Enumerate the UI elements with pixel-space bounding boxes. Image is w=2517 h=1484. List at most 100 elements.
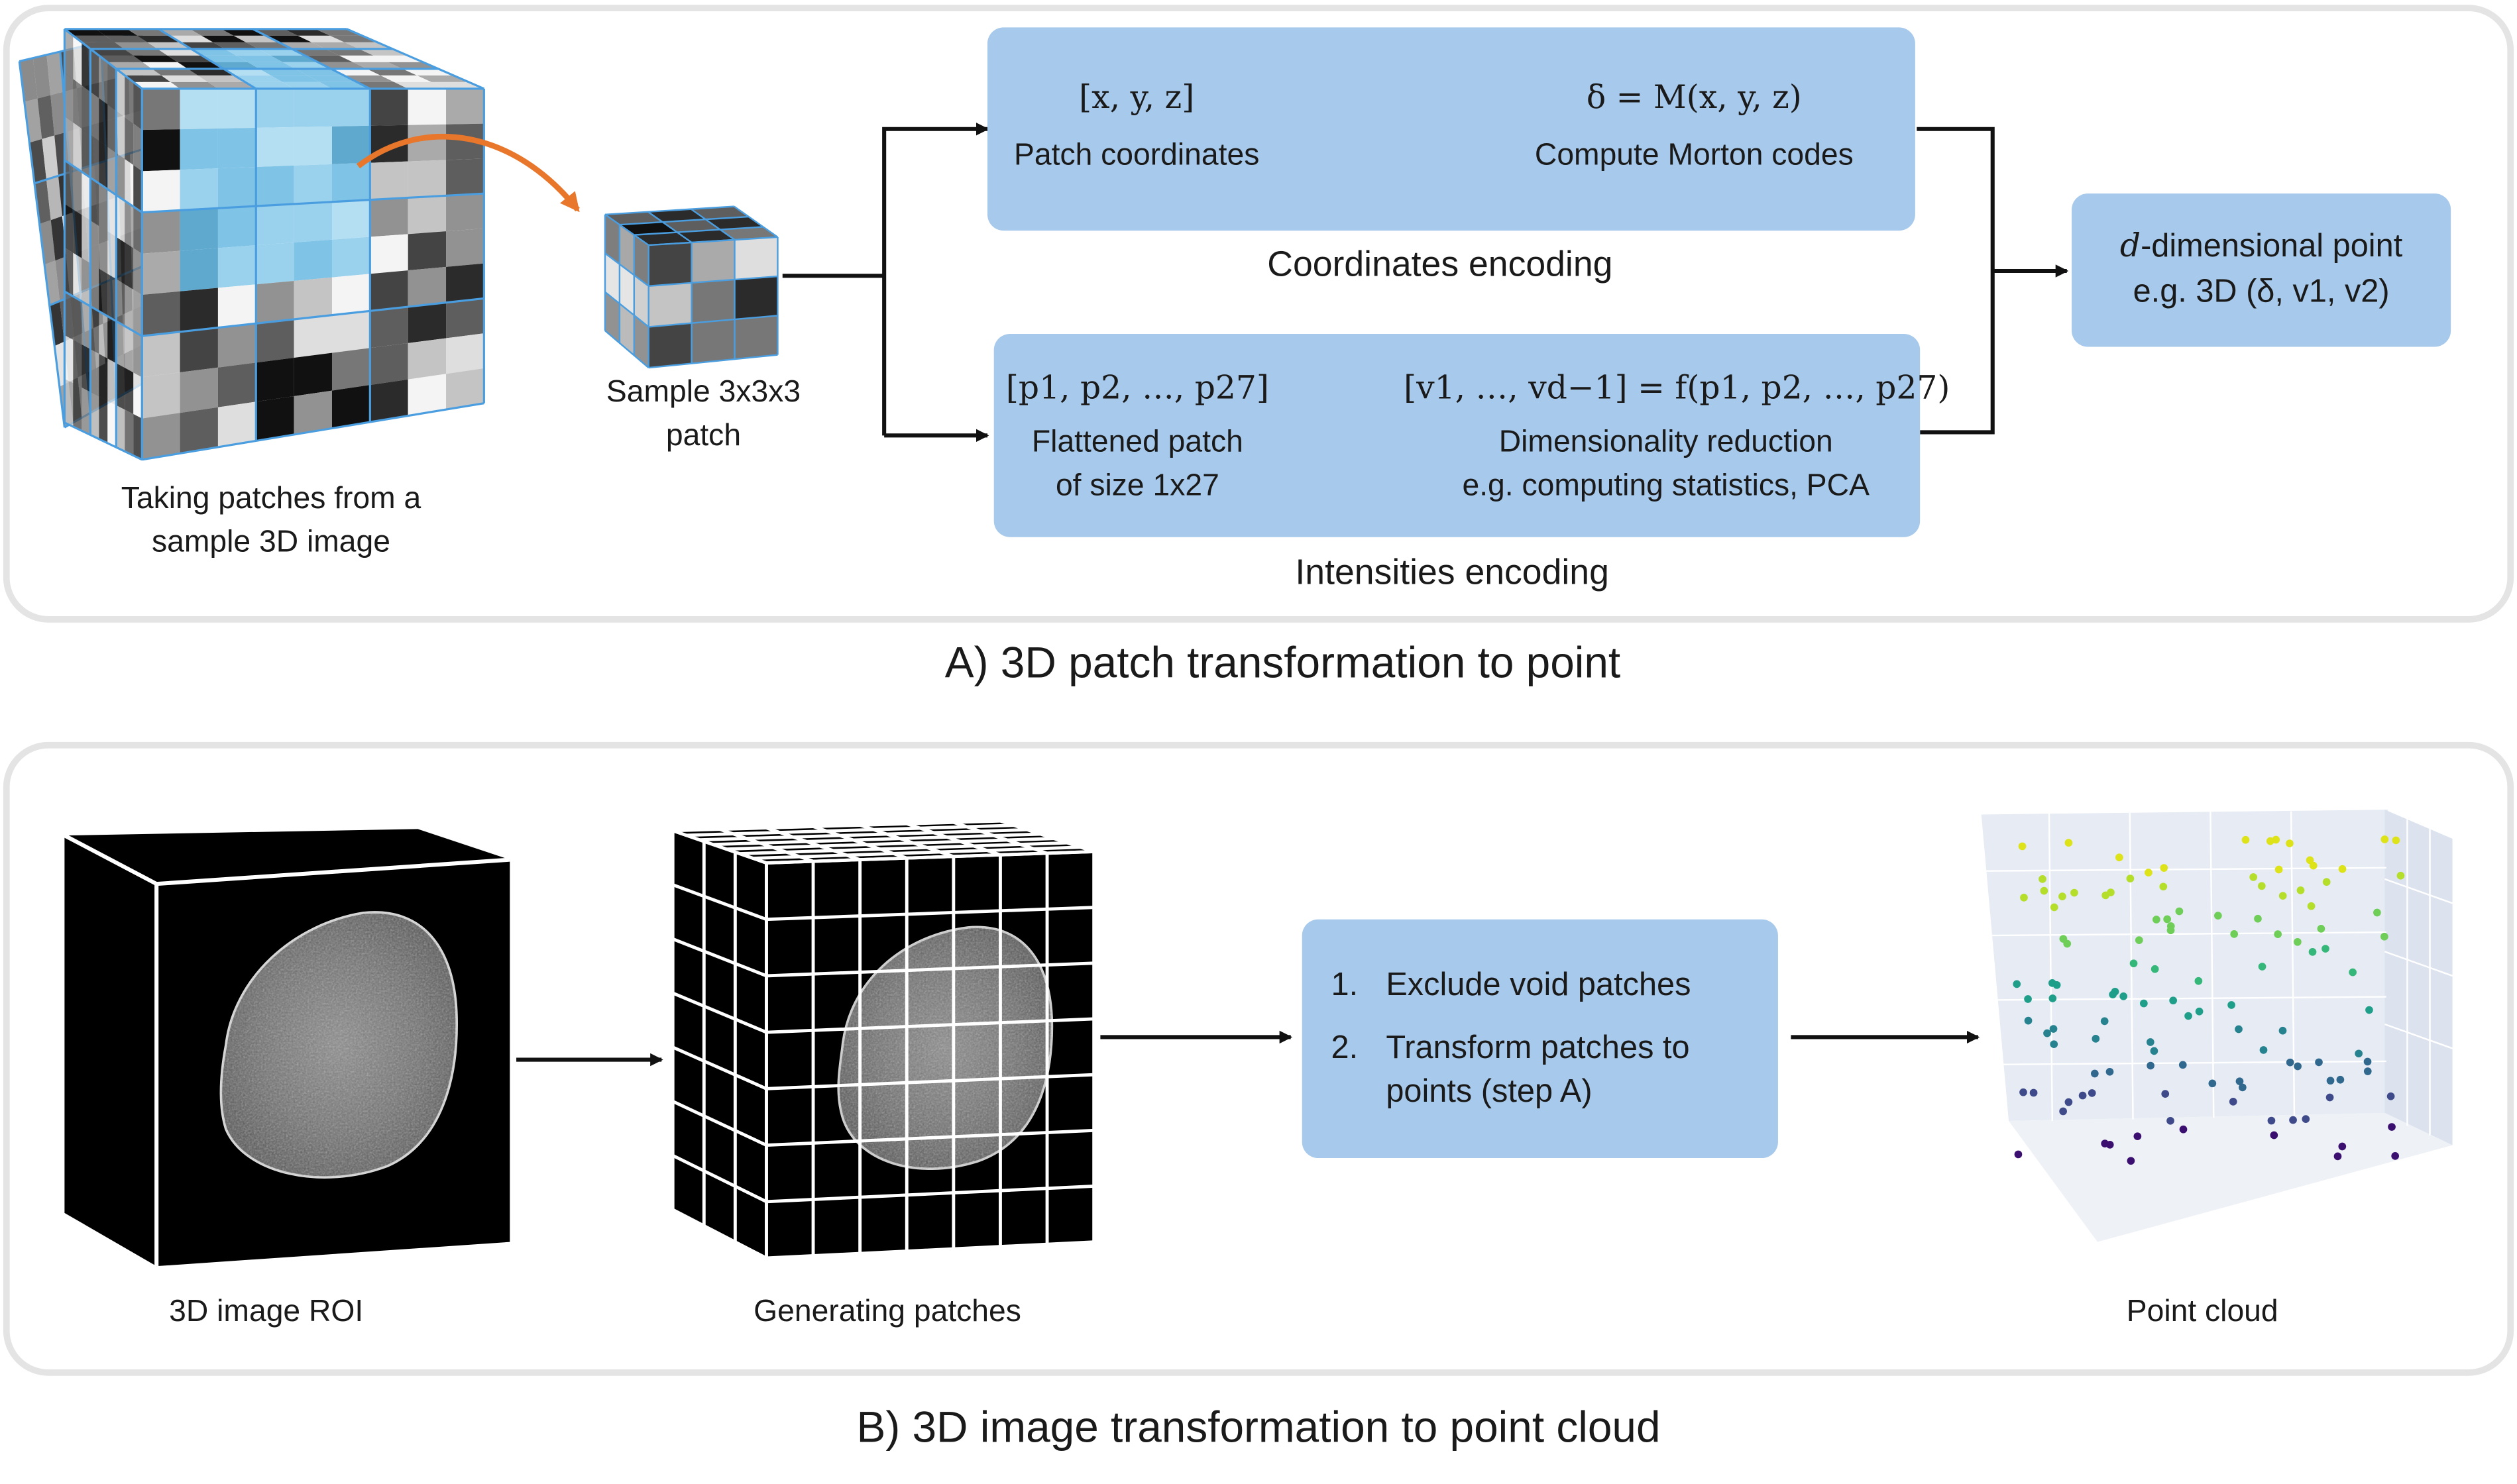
cloud-point <box>2058 892 2066 900</box>
cloud-point <box>2049 1025 2058 1033</box>
cloud-point <box>2235 1077 2244 1085</box>
cloud-point <box>2208 1079 2217 1088</box>
point-cloud-plot <box>1981 810 2453 1242</box>
cloud-point <box>2043 1029 2051 1037</box>
cloud-point <box>2270 1131 2278 1140</box>
voxel-patch-cube <box>604 205 779 369</box>
patch-caption-line-1: Sample 3x3x3 <box>606 376 801 410</box>
point-cloud-caption: Point cloud <box>2126 1295 2278 1330</box>
intensities-encoding-box <box>993 333 1921 537</box>
patch-caption: Sample 3x3x3 patch <box>575 371 833 458</box>
step-2-text-line-1: Transform patches to <box>1386 1030 1690 1067</box>
cloud-point <box>2126 874 2135 882</box>
cube-caption-line-2: sample 3D image <box>152 525 390 560</box>
cloud-point <box>2392 836 2400 845</box>
cloud-point <box>2321 945 2329 953</box>
cloud-point <box>2019 1088 2027 1096</box>
cloud-point <box>2274 865 2283 874</box>
cloud-point <box>2184 1012 2192 1020</box>
cloud-point <box>2373 908 2381 917</box>
cloud-point <box>2259 1046 2268 1054</box>
panel-b-title: B) 3D image transformation to point clou… <box>856 1403 1661 1452</box>
cloud-point <box>2147 1061 2154 1070</box>
cloud-point <box>2380 932 2388 941</box>
cloud-point <box>2129 959 2138 968</box>
cloud-point <box>2100 1017 2109 1026</box>
cloud-point <box>2302 1115 2310 1123</box>
cloud-point <box>2249 873 2258 881</box>
cloud-point <box>2020 894 2028 902</box>
cloud-point <box>2105 1067 2114 1076</box>
cloud-point <box>2146 1038 2154 1046</box>
cloud-point <box>2107 888 2115 896</box>
cloud-point <box>2169 996 2178 1005</box>
cloud-point <box>2349 968 2357 977</box>
reduction-line-2: e.g. computing statistics, PCA <box>1462 469 1870 504</box>
cloud-point <box>2013 980 2021 988</box>
cloud-point <box>2059 935 2068 943</box>
cloud-point <box>2166 922 2175 930</box>
cloud-point <box>2014 1150 2023 1159</box>
cloud-point <box>2286 1058 2294 1067</box>
cloud-point <box>2048 979 2056 987</box>
cloud-point <box>2380 835 2389 843</box>
cloud-point <box>2239 1083 2247 1092</box>
cloud-point <box>2308 948 2317 956</box>
intensities-encoding-caption: Intensities encoding <box>1295 551 1609 592</box>
cloud-point <box>2050 903 2058 912</box>
cloud-point <box>2161 1090 2170 1098</box>
cloud-point <box>2214 912 2222 920</box>
cloud-point <box>2229 1097 2237 1106</box>
cloud-point <box>2396 871 2405 880</box>
cloud-point <box>2296 886 2305 894</box>
output-var-d: d <box>2119 225 2141 265</box>
cloud-point <box>2338 865 2347 873</box>
cloud-point <box>2294 1062 2302 1071</box>
step-1: 1.Exclude void patches <box>1331 965 1691 1008</box>
output-text: -dimensional point <box>2141 229 2403 265</box>
cloud-point <box>2109 990 2117 999</box>
cloud-point <box>2355 1049 2363 1058</box>
cloud-point <box>2059 1107 2067 1116</box>
cloud-point <box>2039 875 2046 883</box>
cloud-point <box>2064 1098 2073 1106</box>
cloud-point <box>2258 963 2266 971</box>
cloud-point <box>2278 892 2287 900</box>
cloud-point <box>2254 914 2262 923</box>
cloud-point <box>2227 1001 2235 1009</box>
flattened-patch-label: Flattened patch of size 1x27 <box>994 421 1281 507</box>
cloud-point <box>2175 907 2184 916</box>
flattened-line-1: Flattened patch <box>1031 425 1243 460</box>
cloud-point <box>2388 1123 2396 1131</box>
cloud-point <box>2267 1116 2276 1125</box>
cloud-point <box>2135 936 2143 944</box>
compute-morton-label: Compute Morton codes <box>1534 138 1854 173</box>
cloud-point <box>2160 864 2168 872</box>
cloud-point <box>2166 1116 2174 1125</box>
panel-a-title: A) 3D patch transformation to point <box>944 639 1621 688</box>
reduction-math: [v1, …, vd−1] = f(p1, p2, …, p27) <box>1404 368 1950 407</box>
cloud-point <box>2101 1140 2109 1147</box>
cloud-point <box>2195 1007 2204 1016</box>
step-2-text-line-2: points (step A) <box>1386 1074 1593 1110</box>
cloud-point <box>2018 842 2027 851</box>
coords-math: [x, y, z] <box>1079 77 1195 117</box>
step-2: 2.Transform patches to points (step A) <box>1331 1028 1690 1114</box>
cloud-point <box>2133 1132 2142 1141</box>
cloud-point <box>2336 1075 2345 1084</box>
steps-box <box>1302 919 1778 1159</box>
cloud-point <box>2145 869 2153 876</box>
cloud-point <box>2115 853 2123 862</box>
cloud-point <box>2024 995 2032 1003</box>
cloud-point <box>2322 878 2331 886</box>
cloud-point <box>2090 1069 2099 1078</box>
gridded-roi-cube <box>671 819 1096 1260</box>
flattened-line-2: of size 1x27 <box>1055 469 1219 504</box>
cloud-point <box>2088 1089 2096 1097</box>
cloud-point <box>2119 992 2128 1000</box>
output-line-1: d-dimensional point <box>2072 224 2451 269</box>
black-roi-cube <box>63 829 510 1267</box>
cloud-point <box>2386 1092 2395 1100</box>
cloud-point <box>2307 902 2316 910</box>
grayscale-voxel-cube <box>18 28 485 461</box>
